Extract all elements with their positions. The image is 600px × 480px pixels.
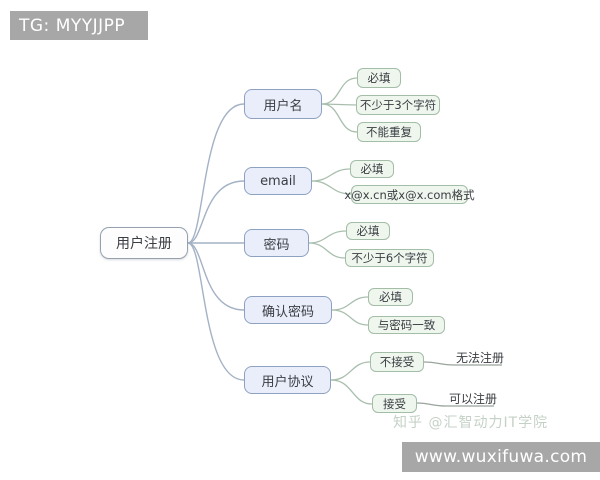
- branch-node-confirm-password: 确认密码: [244, 296, 332, 324]
- leaf-node-username-min-length: 不少于3个字符: [356, 95, 440, 115]
- branch-node-password: 密码: [244, 229, 309, 257]
- leaf-node-confirm-required: 必填: [368, 288, 413, 306]
- outcome-label-cannot-register: 无法注册: [456, 351, 505, 365]
- leaf-node-email-required: 必填: [350, 160, 394, 178]
- leaf-node-agreement-accept: 接受: [372, 394, 417, 413]
- leaf-node-username-required: 必填: [357, 68, 401, 88]
- root-node-user-registration: 用户注册: [100, 227, 188, 259]
- leaf-node-confirm-match: 与密码一致: [368, 316, 445, 334]
- leaf-node-agreement-decline: 不接受: [370, 352, 424, 372]
- branch-node-username: 用户名: [244, 89, 322, 119]
- branch-node-user-agreement: 用户协议: [244, 366, 331, 394]
- top-watermark-banner: TG: MYYJJPP: [10, 11, 148, 40]
- outcome-label-can-register: 可以注册: [449, 392, 498, 406]
- bottom-url-banner: www.wuxifuwa.com: [402, 442, 600, 472]
- leaf-node-email-format: x@x.cn或x@x.com格式: [344, 185, 475, 204]
- leaf-node-password-min-length: 不少于6个字符: [345, 249, 434, 267]
- leaf-node-password-required: 必填: [346, 222, 390, 240]
- leaf-node-username-unique: 不能重复: [357, 122, 421, 142]
- branch-node-email: email: [244, 167, 312, 195]
- zhihu-watermark: 知乎 @汇智动力IT学院: [393, 415, 549, 431]
